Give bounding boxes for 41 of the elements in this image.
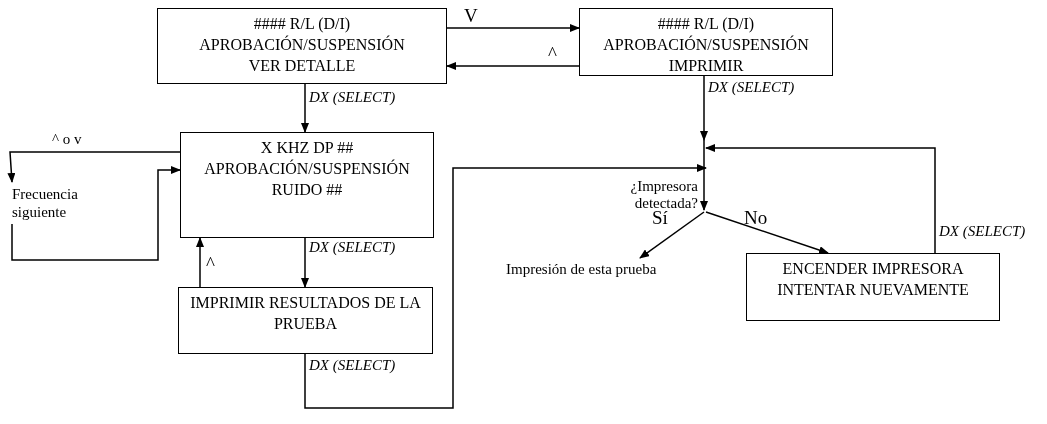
arrow	[196, 237, 204, 288]
edge-label: ^	[548, 44, 557, 63]
arrow	[639, 211, 705, 259]
edge-label: DX (SELECT)	[708, 80, 795, 95]
box-text: APROBACIÓN/SUSPENSIÓN	[204, 158, 410, 179]
edge-label: V	[464, 6, 478, 25]
edge-label: No	[744, 208, 768, 227]
arrow	[7, 151, 181, 183]
box-text: APROBACIÓN/SUSPENSIÓN	[199, 34, 405, 55]
arrow	[301, 237, 309, 288]
arrow	[304, 164, 707, 409]
arrow	[446, 62, 580, 70]
box-text: X KHZ DP ##	[260, 138, 354, 158]
arrow	[705, 211, 829, 254]
box-text: VER DETALLE	[248, 56, 356, 76]
edge-label: DX (SELECT)	[309, 240, 396, 255]
process-box	[180, 132, 434, 238]
box-text: #### R/L (D/I)	[253, 14, 351, 34]
node-text: Frecuencia siguiente	[12, 182, 132, 224]
edge-label: DX (SELECT)	[939, 224, 1026, 239]
edge-label: ^ o v	[52, 132, 82, 147]
box-text: INTENTAR NUEVAMENTE	[777, 280, 969, 300]
arrow	[11, 166, 181, 261]
process-box	[178, 287, 433, 354]
box-text: APROBACIÓN/SUSPENSIÓN	[603, 34, 809, 55]
box-text: IMPRIMIR	[668, 56, 744, 76]
box-text: RUIDO ##	[271, 180, 343, 200]
arrow	[700, 75, 708, 141]
arrow	[301, 83, 309, 133]
arrow	[446, 24, 580, 32]
edge-label: DX (SELECT)	[309, 90, 396, 105]
box-text: ENCENDER IMPRESORA	[782, 259, 964, 279]
process-box	[157, 8, 447, 84]
edge-label: DX (SELECT)	[309, 358, 396, 373]
box-text: IMPRIMIR RESULTADOS DE LA PRUEBA	[189, 293, 422, 334]
box-text: #### R/L (D/I)	[657, 14, 755, 34]
process-box	[579, 8, 833, 76]
process-box	[746, 253, 1000, 321]
edge-label: ^	[206, 254, 215, 273]
node-text: Impresión de esta prueba	[506, 258, 696, 280]
arrow	[705, 144, 936, 254]
